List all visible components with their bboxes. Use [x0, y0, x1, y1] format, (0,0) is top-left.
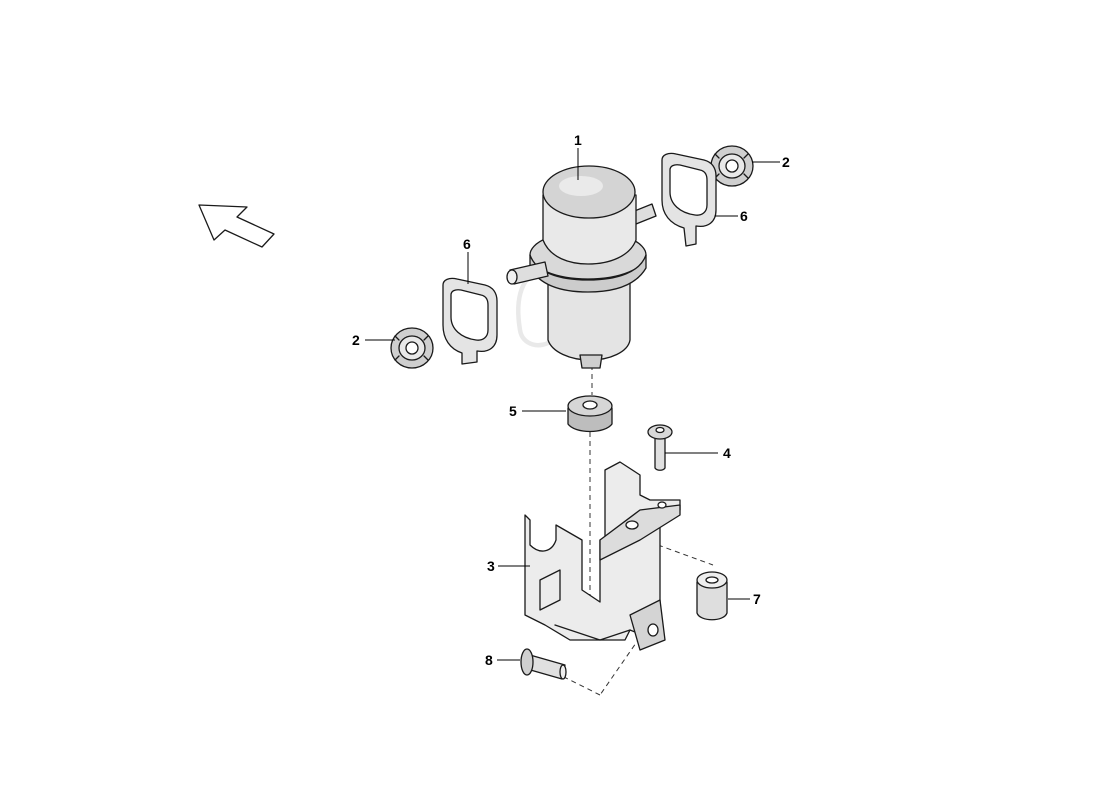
part-number-2-right: 2	[782, 154, 790, 170]
spacer	[696, 571, 728, 621]
orientation-arrow-icon	[198, 204, 275, 248]
rubber-mount	[567, 395, 613, 433]
leader-lines	[365, 148, 780, 661]
clamp-bracket-left	[442, 277, 498, 365]
screw	[647, 424, 673, 471]
part-number-8: 8	[485, 652, 493, 668]
part-number-2-left: 2	[352, 332, 360, 348]
part-number-6-right: 6	[740, 208, 748, 224]
part-number-1: 1	[574, 132, 582, 148]
part-number-6-left: 6	[463, 236, 471, 252]
mounting-bracket	[524, 461, 681, 651]
bolt	[520, 648, 567, 680]
grommet-left	[390, 327, 434, 369]
part-number-4: 4	[723, 445, 731, 461]
grommet-right	[710, 145, 754, 187]
vacuum-pump	[506, 165, 657, 369]
part-number-labels: 1 2 6 6 2 5 4 3 7 8	[352, 132, 790, 668]
clamp-bracket-right	[661, 152, 717, 247]
part-number-5: 5	[509, 403, 517, 419]
part-number-3: 3	[487, 558, 495, 574]
part-number-7: 7	[753, 591, 761, 607]
